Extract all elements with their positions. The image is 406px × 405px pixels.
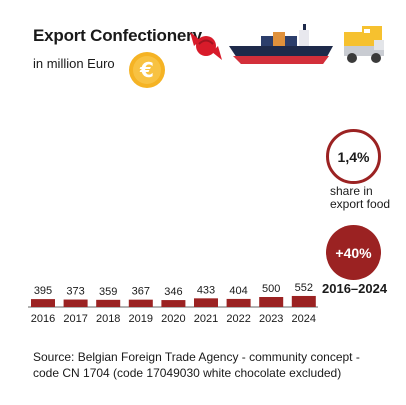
growth-value: +40% bbox=[335, 244, 372, 261]
tick-label-2018: 2018 bbox=[96, 313, 120, 325]
growth-period: 2016–2024 bbox=[322, 281, 388, 296]
tick-label-2021: 2021 bbox=[194, 313, 218, 325]
cargo-ship-icon bbox=[229, 24, 333, 64]
tick-label-2019: 2019 bbox=[129, 313, 153, 325]
value-label-2024: 552 bbox=[295, 282, 313, 294]
tick-label-2016: 2016 bbox=[31, 313, 55, 325]
bar-2022 bbox=[226, 298, 251, 307]
bar-2017 bbox=[63, 299, 88, 307]
share-circle: 1,4% bbox=[326, 129, 381, 184]
tick-label-2017: 2017 bbox=[63, 313, 87, 325]
value-label-2017: 373 bbox=[66, 286, 84, 298]
bar-2016 bbox=[31, 299, 55, 307]
growth-circle: +40% bbox=[326, 225, 381, 280]
value-label-2018: 359 bbox=[99, 286, 117, 298]
bar-2019 bbox=[128, 299, 153, 307]
share-value: 1,4% bbox=[337, 148, 370, 165]
value-label-2019: 367 bbox=[132, 286, 150, 298]
bar-2020 bbox=[161, 300, 186, 307]
source-note: Source: Belgian Foreign Trade Agency - c… bbox=[33, 350, 360, 380]
tick-label-2024: 2024 bbox=[292, 313, 316, 325]
chart-title: Export Confectionery bbox=[33, 26, 202, 45]
value-label-2020: 346 bbox=[164, 286, 182, 298]
delivery-truck-icon bbox=[344, 26, 384, 63]
bar-2024 bbox=[291, 295, 316, 307]
bar-2021 bbox=[194, 298, 218, 307]
bar-2023 bbox=[259, 297, 284, 307]
value-label-2021: 433 bbox=[197, 284, 215, 296]
value-label-2016: 395 bbox=[34, 285, 52, 297]
tick-label-2020: 2020 bbox=[161, 313, 185, 325]
svg-text:€: € bbox=[139, 58, 154, 82]
bar-2018 bbox=[96, 299, 121, 307]
tick-label-2023: 2023 bbox=[259, 313, 283, 325]
value-label-2022: 404 bbox=[229, 285, 247, 297]
tick-label-2022: 2022 bbox=[226, 313, 250, 325]
chart-subtitle: in million Euro bbox=[33, 56, 115, 71]
candy-icon bbox=[190, 32, 222, 60]
euro-coin-icon: € bbox=[129, 52, 165, 88]
value-label-2023: 500 bbox=[262, 283, 280, 295]
share-label: share in export food bbox=[330, 184, 391, 211]
